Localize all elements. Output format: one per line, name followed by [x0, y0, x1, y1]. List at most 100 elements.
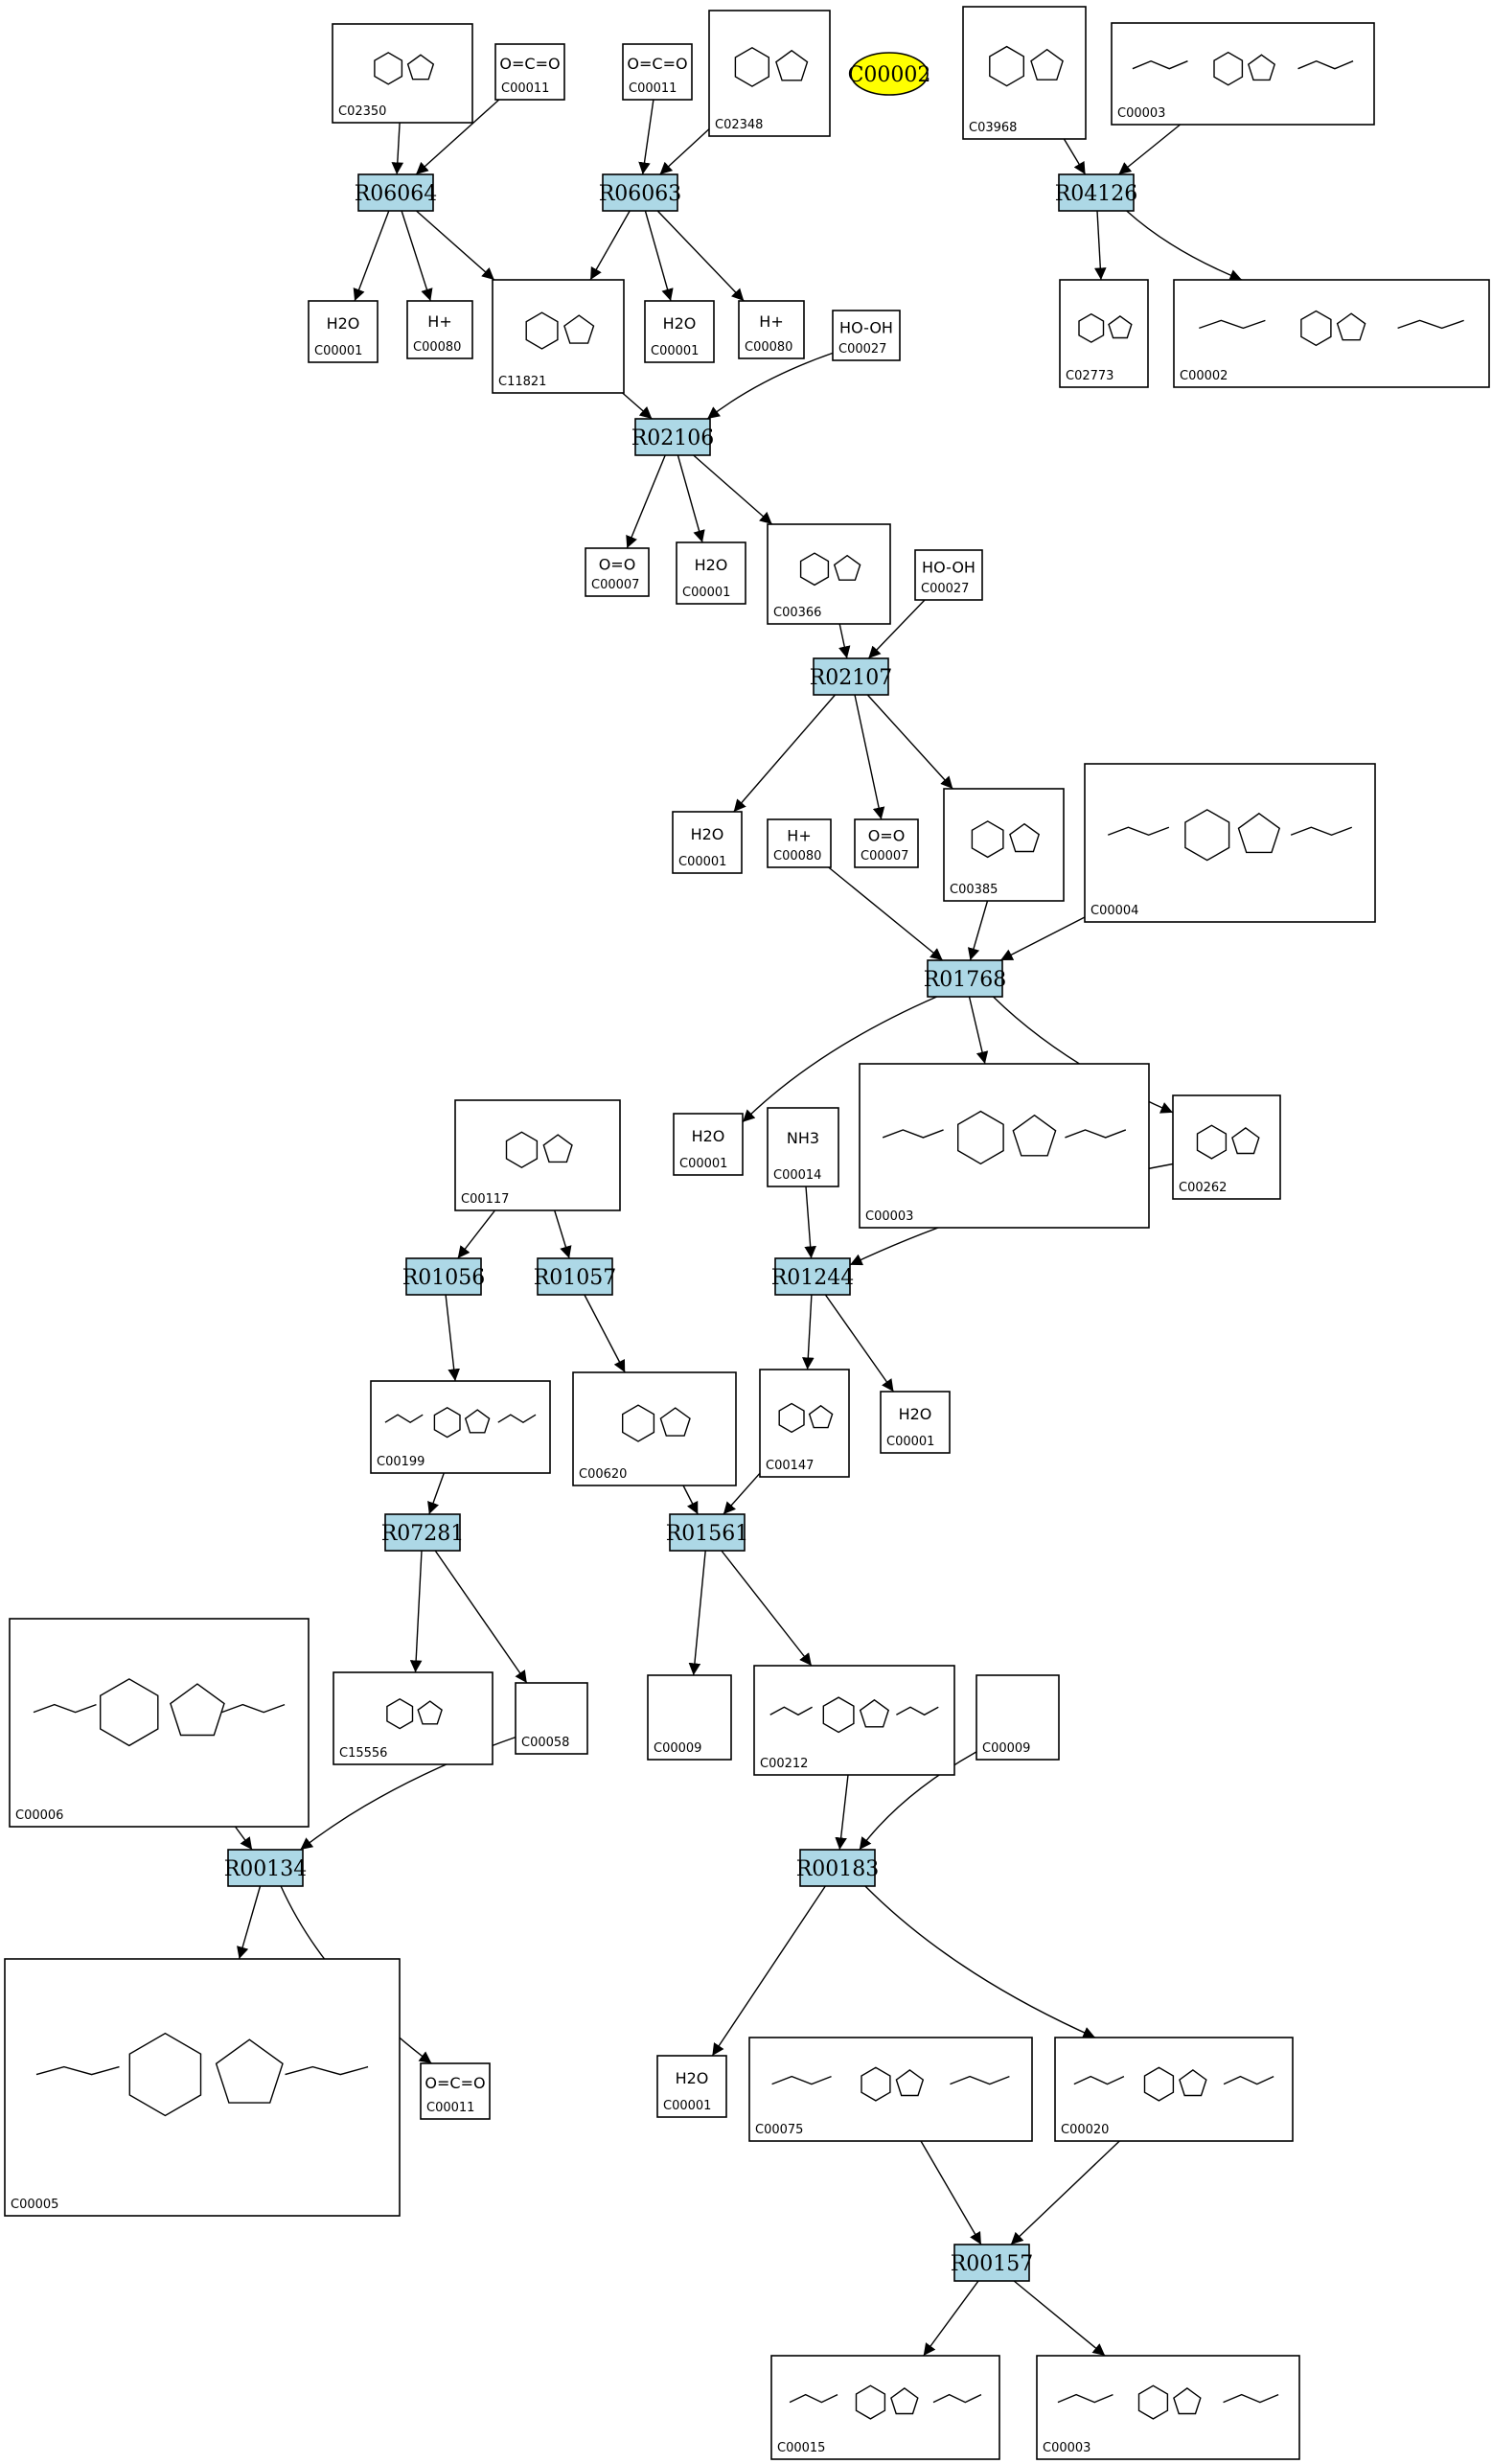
compound-id: C00002 — [1180, 369, 1228, 383]
reaction-r00157[interactable]: R00157 — [951, 2244, 1034, 2282]
compound-formula: NH3 — [787, 1129, 819, 1147]
compound-c00001[interactable]: H2O C00001 — [673, 1113, 744, 1176]
molecule-structure — [386, 1697, 443, 1730]
compound-c00199[interactable]: C00199 — [370, 1380, 551, 1474]
compound-c00005[interactable]: C00005 — [4, 1958, 401, 2217]
reaction-edge — [677, 454, 705, 543]
reaction-edge — [706, 352, 834, 420]
compound-box — [420, 2062, 491, 2120]
compound-c00080[interactable]: H+C00080 — [767, 818, 832, 868]
reaction-r00183[interactable]: R00183 — [796, 1849, 880, 1887]
reaction-box — [774, 1257, 851, 1296]
reaction-edge — [859, 1751, 977, 1851]
compound-id: C00001 — [679, 1157, 727, 1171]
target-compound[interactable]: C00002 — [848, 52, 931, 96]
reaction-edge — [434, 1550, 528, 1684]
compound-id: C00001 — [886, 1435, 934, 1449]
compound-box — [647, 1674, 732, 1761]
compound-c00020[interactable]: C00020 — [1054, 2037, 1294, 2142]
reaction-r00134[interactable]: R00134 — [224, 1849, 308, 1887]
reaction-r02107[interactable]: R02107 — [810, 657, 893, 696]
reaction-r02106[interactable]: R02106 — [631, 418, 715, 456]
compound-c00058[interactable]: C00058 — [515, 1682, 588, 1755]
compound-box — [1084, 763, 1376, 923]
compound-id: C15556 — [339, 1746, 387, 1761]
compound-id: C00011 — [426, 2101, 474, 2115]
reaction-r06064[interactable]: R06064 — [355, 173, 438, 212]
reaction-edge — [659, 128, 710, 175]
reaction-r07281[interactable]: R07281 — [381, 1513, 465, 1552]
compound-c02773[interactable]: C02773 — [1059, 279, 1149, 388]
compound-id: C00011 — [629, 81, 677, 96]
reaction-box — [537, 1257, 613, 1296]
compound-box — [9, 1618, 310, 1828]
compound-c03968[interactable]: C03968 — [962, 6, 1087, 140]
compound-id: C00001 — [678, 855, 726, 869]
compound-id: C00080 — [413, 340, 461, 355]
compound-c02350[interactable]: C02350 — [332, 23, 473, 124]
compound-id: C00006 — [15, 1808, 63, 1823]
compound-c00212[interactable]: C00212 — [753, 1665, 955, 1776]
molecule-structure — [1073, 2066, 1274, 2102]
compound-c00366[interactable]: C00366 — [767, 523, 891, 625]
reaction-r01561[interactable]: R01561 — [666, 1513, 749, 1552]
molecule-structure — [1078, 312, 1133, 343]
compound-c00003[interactable]: C00003 — [1036, 2355, 1300, 2460]
compound-formula: H2O — [695, 556, 728, 574]
compound-c00003[interactable]: C00003 — [1111, 22, 1375, 126]
compound-box — [738, 300, 805, 359]
compound-c11821[interactable]: C11821 — [492, 279, 625, 394]
compound-c00080[interactable]: H+C00080 — [738, 300, 805, 359]
compound-c00080[interactable]: H+ C00080 — [406, 300, 473, 359]
compound-id: C00009 — [654, 1741, 701, 1756]
compound-c00385[interactable]: C00385 — [943, 788, 1065, 902]
reaction-edge — [866, 694, 953, 790]
edge-layer — [234, 99, 1243, 2357]
reaction-r06063[interactable]: R06063 — [599, 173, 682, 212]
compound-c00117[interactable]: C00117 — [454, 1099, 621, 1211]
reaction-r04126[interactable]: R04126 — [1055, 173, 1138, 212]
reaction-edge — [391, 122, 404, 175]
reaction-edge — [920, 2140, 982, 2245]
reaction-edge — [1010, 2140, 1120, 2245]
compound-c00004[interactable]: C00004 — [1084, 763, 1376, 923]
reaction-r01057[interactable]: R01057 — [534, 1257, 617, 1296]
reaction-r01056[interactable]: R01056 — [402, 1257, 486, 1296]
compound-c00015[interactable]: C00015 — [770, 2355, 1000, 2460]
compound-c00002[interactable]: C00002 — [1173, 279, 1490, 388]
molecule-structure — [989, 45, 1064, 87]
compound-formula: H+ — [427, 312, 451, 331]
reaction-edge — [802, 1294, 815, 1370]
reaction-r01768[interactable]: R01768 — [924, 959, 1007, 998]
reaction-box — [227, 1849, 304, 1887]
compound-c00006[interactable]: C00006 — [9, 1618, 310, 1828]
compound-c00147[interactable]: C00147 — [759, 1369, 850, 1478]
reaction-r01244[interactable]: R01244 — [771, 1257, 855, 1296]
compound-formula: H2O — [692, 1127, 725, 1145]
compound-c00075[interactable]: C00075 — [748, 2037, 1033, 2142]
compound-c00620[interactable]: C00620 — [572, 1371, 737, 1486]
compound-c00262[interactable]: C00262 — [1172, 1094, 1281, 1200]
compound-c00009[interactable]: C00009 — [976, 1674, 1060, 1761]
reaction-edge — [693, 454, 773, 525]
compound-c02348[interactable]: C02348 — [708, 10, 831, 137]
reaction-edge — [733, 694, 837, 813]
compound-c00003[interactable]: C00003 — [859, 1063, 1150, 1229]
compound-c00009[interactable]: C00009 — [647, 1674, 732, 1761]
molecule-structure — [971, 820, 1041, 859]
compound-c15556[interactable]: C15556 — [333, 1671, 494, 1765]
